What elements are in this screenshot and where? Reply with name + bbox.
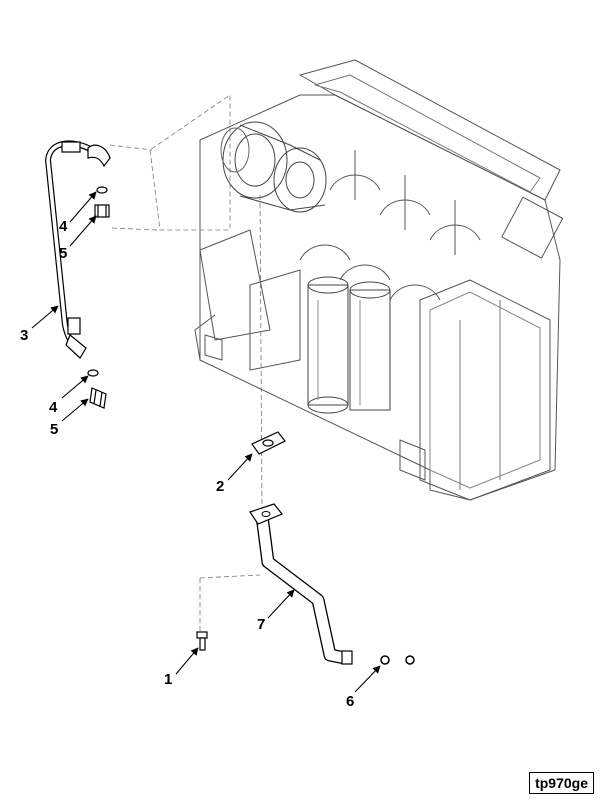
callout-1: 1 [164,671,172,688]
part-5-adapter-lower [89,387,107,409]
callout-2: 2 [216,478,224,495]
figure-reference-code: tp970ge [529,772,594,794]
part-3-hose [44,140,111,359]
oil-cooler-housing-illustration [307,276,391,414]
part-7-drain-tube [249,503,353,665]
callout-5-lower: 5 [50,421,58,438]
part-2-gasket [251,431,286,455]
reference-dashed-outline [109,94,263,640]
callout-3: 3 [20,327,28,344]
part-6-o-rings [380,655,415,665]
engine-block-illustration [194,59,564,501]
callout-7: 7 [257,616,265,633]
part-5-adapter-upper [94,204,110,218]
callout-5-upper: 5 [59,245,67,262]
callout-4-upper: 4 [59,218,68,235]
part-1-capscrew [196,631,208,651]
turbocharger-illustration [220,121,327,213]
part-4-washer-upper [96,186,108,194]
callout-4-lower: 4 [49,399,58,416]
callout-arrows [31,191,381,693]
callout-6: 6 [346,693,354,710]
part-4-washer-lower [87,369,99,377]
